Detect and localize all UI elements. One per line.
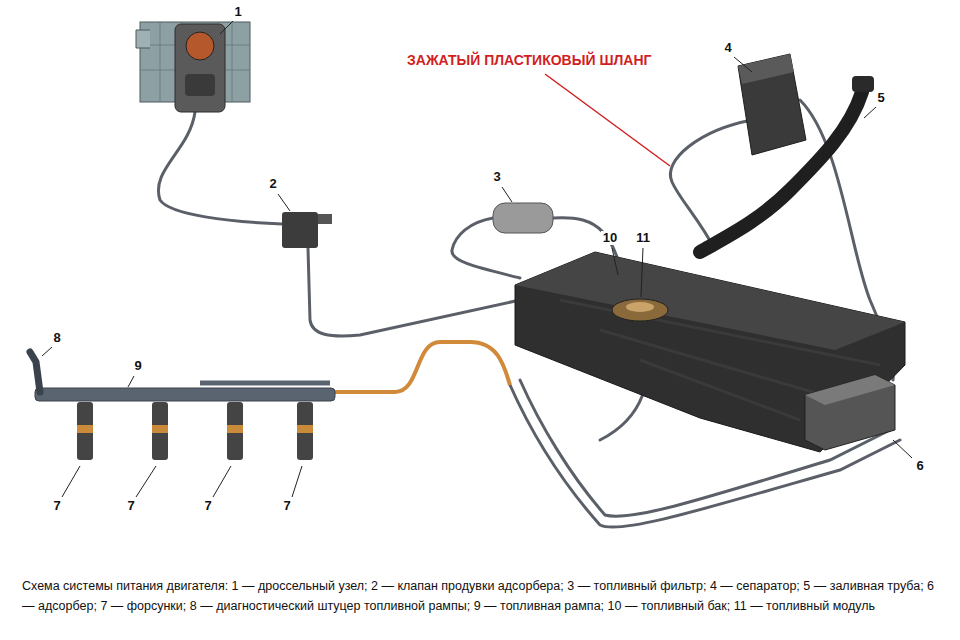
fuel-rail bbox=[30, 352, 335, 401]
adsorber bbox=[805, 375, 895, 450]
fuel-module bbox=[612, 299, 668, 321]
annotation-note: ЗАЖАТЫЙ ПЛАСТИКОВЫЙ ШЛАНГ bbox=[405, 52, 653, 69]
callout-number: 8 bbox=[51, 331, 62, 345]
callout-number: 10 bbox=[601, 231, 619, 245]
callout-number: 7 bbox=[202, 499, 213, 513]
injectors bbox=[77, 402, 313, 460]
fuel-pipe bbox=[335, 342, 510, 392]
fuel-filter bbox=[493, 203, 553, 233]
callout-number: 4 bbox=[722, 41, 733, 55]
callout-number: 6 bbox=[914, 459, 925, 473]
callout-number: 3 bbox=[491, 170, 502, 184]
note-leader bbox=[545, 74, 670, 166]
figure-caption: Схема системы питания двигателя: 1 — дро… bbox=[22, 576, 942, 616]
callout-number: 1 bbox=[232, 5, 243, 19]
callout-number: 7 bbox=[51, 499, 62, 513]
throttle-body bbox=[136, 22, 250, 112]
fuel-tank bbox=[515, 252, 905, 452]
callout-number: 2 bbox=[267, 177, 278, 191]
filler-pipe bbox=[700, 76, 874, 252]
callout-number: 7 bbox=[281, 499, 292, 513]
callout-number: 7 bbox=[125, 499, 136, 513]
callout-number: 9 bbox=[132, 359, 143, 373]
callout-number: 5 bbox=[875, 91, 886, 105]
leader-lines bbox=[42, 21, 912, 497]
purge-valve bbox=[282, 212, 332, 248]
callout-number: 11 bbox=[634, 231, 652, 245]
